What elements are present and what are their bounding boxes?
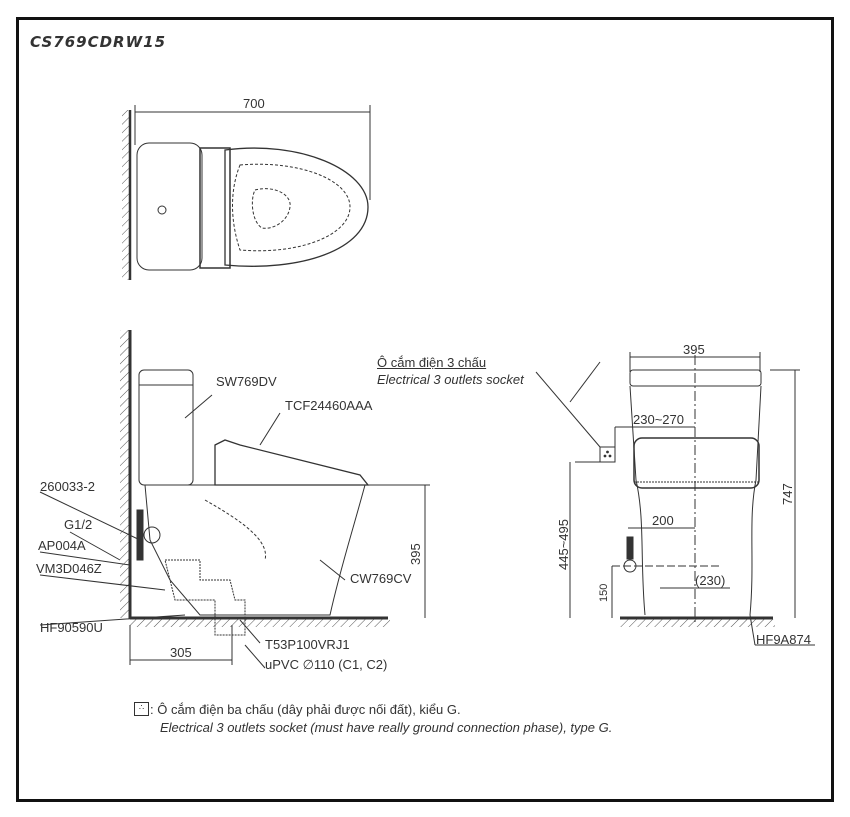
label-outlet: VM3D046Z [36,561,102,576]
note-en: Electrical 3 outlets socket (must have r… [160,720,613,735]
front-view [535,352,815,646]
dim-supply-height: 150 [598,583,610,602]
label-thread: G1/2 [64,517,93,532]
top-view [122,105,371,280]
model-title: CS769CDRW15 [30,33,167,51]
dim-width-top: 700 [243,96,265,111]
label-seat: TCF24460AAA [285,398,373,413]
side-view [120,330,430,665]
label-bowl: CW769CV [350,571,412,586]
label-tank: SW769DV [216,374,277,389]
dim-socket-offset: 230~270 [633,412,684,427]
dim-width-front: 395 [683,342,705,357]
leader-lines [39,394,346,669]
dim-bolt-spacing: (230) [695,573,726,588]
dim-total-height: 747 [780,483,795,505]
dim-rough-in: 305 [170,645,192,660]
socket-label-vi: Ô cắm điện 3 chấu [377,355,487,370]
drawing-frame [16,17,834,802]
dim-socket-height: 445~495 [556,519,571,570]
label-drain: T53P100VRJ1 [265,637,350,652]
label-flange: HF90590U [40,620,103,635]
dim-supply-offset: 200 [652,513,674,528]
socket-label-en: Electrical 3 outlets socket [377,372,524,387]
socket-symbol-icon: ∴ [134,702,149,716]
label-pipe: uPVC ∅110 (C1, C2) [265,657,388,672]
label-hose: 260033-2 [40,479,95,494]
label-anchor: HF9A874 [756,632,811,647]
dim-height-side: 395 [408,543,423,565]
label-valve: AP004A [38,538,86,553]
note-vi: : Ô cắm điện ba chấu (dây phải được nối … [150,702,461,717]
